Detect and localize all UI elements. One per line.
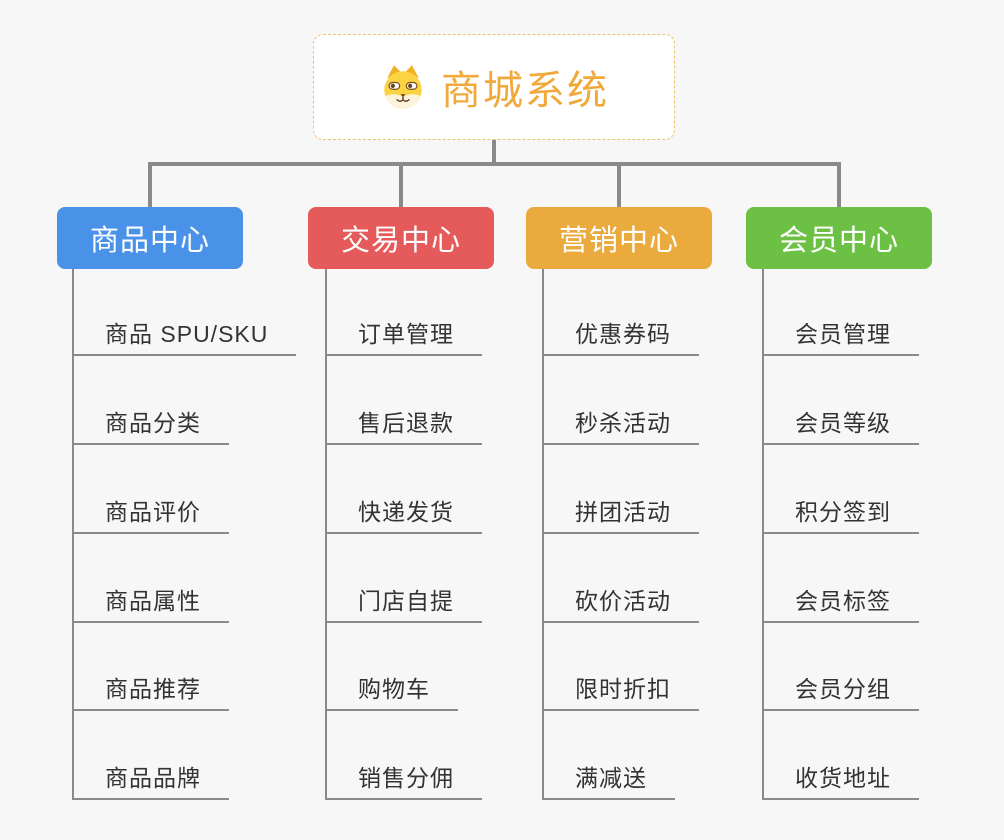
leaf-item[interactable]: 购物车 xyxy=(325,674,458,711)
leaf-item[interactable]: 商品分类 xyxy=(72,408,229,445)
root-node[interactable]: 商城系统 xyxy=(313,34,675,140)
branch-column-product: 商品 SPU/SKU 商品分类 商品评价 商品属性 商品推荐 商品品牌 xyxy=(72,0,322,840)
branch-node-trade-center[interactable]: 交易中心 xyxy=(308,207,494,269)
leaf-item[interactable]: 满减送 xyxy=(542,763,675,800)
leaf-item[interactable]: 商品品牌 xyxy=(72,763,229,800)
branch-node-product-center[interactable]: 商品中心 xyxy=(57,207,243,269)
leaf-item[interactable]: 会员分组 xyxy=(762,674,919,711)
leaf-item[interactable]: 秒杀活动 xyxy=(542,408,699,445)
leaf-item[interactable]: 积分签到 xyxy=(762,497,919,534)
leaf-item[interactable]: 商品属性 xyxy=(72,586,229,623)
connector-root-stem xyxy=(492,140,496,166)
connector-horizontal-line xyxy=(148,162,841,166)
leaf-item[interactable]: 会员等级 xyxy=(762,408,919,445)
branch-column-member: 会员管理 会员等级 积分签到 会员标签 会员分组 收货地址 xyxy=(762,0,1004,840)
leaf-item[interactable]: 门店自提 xyxy=(325,586,482,623)
connector-drop-trade xyxy=(399,162,403,208)
leaf-item[interactable]: 售后退款 xyxy=(325,408,482,445)
dog-face-icon xyxy=(384,65,422,109)
leaf-item[interactable]: 拼团活动 xyxy=(542,497,699,534)
branch-node-member-center[interactable]: 会员中心 xyxy=(746,207,932,269)
leaf-item[interactable]: 商品 SPU/SKU xyxy=(72,319,297,356)
connector-drop-member xyxy=(837,162,841,208)
leaf-item[interactable]: 快递发货 xyxy=(325,497,482,534)
leaf-item[interactable]: 会员管理 xyxy=(762,319,919,356)
leaf-item[interactable]: 会员标签 xyxy=(762,586,919,623)
connector-drop-product xyxy=(148,162,152,208)
leaf-item[interactable]: 订单管理 xyxy=(325,319,482,356)
leaf-item[interactable]: 砍价活动 xyxy=(542,586,699,623)
leaf-item[interactable]: 限时折扣 xyxy=(542,674,699,711)
leaf-item[interactable]: 销售分佣 xyxy=(325,763,482,800)
leaf-item[interactable]: 收货地址 xyxy=(762,763,919,800)
leaf-item[interactable]: 商品推荐 xyxy=(72,674,229,711)
leaf-item[interactable]: 优惠券码 xyxy=(542,319,699,356)
root-title: 商城系统 xyxy=(441,69,609,113)
branch-column-trade: 订单管理 售后退款 快递发货 门店自提 购物车 销售分佣 xyxy=(325,0,575,840)
leaf-item[interactable]: 商品评价 xyxy=(72,497,229,534)
branch-node-marketing-center[interactable]: 营销中心 xyxy=(526,207,712,269)
connector-drop-marketing xyxy=(617,162,621,208)
